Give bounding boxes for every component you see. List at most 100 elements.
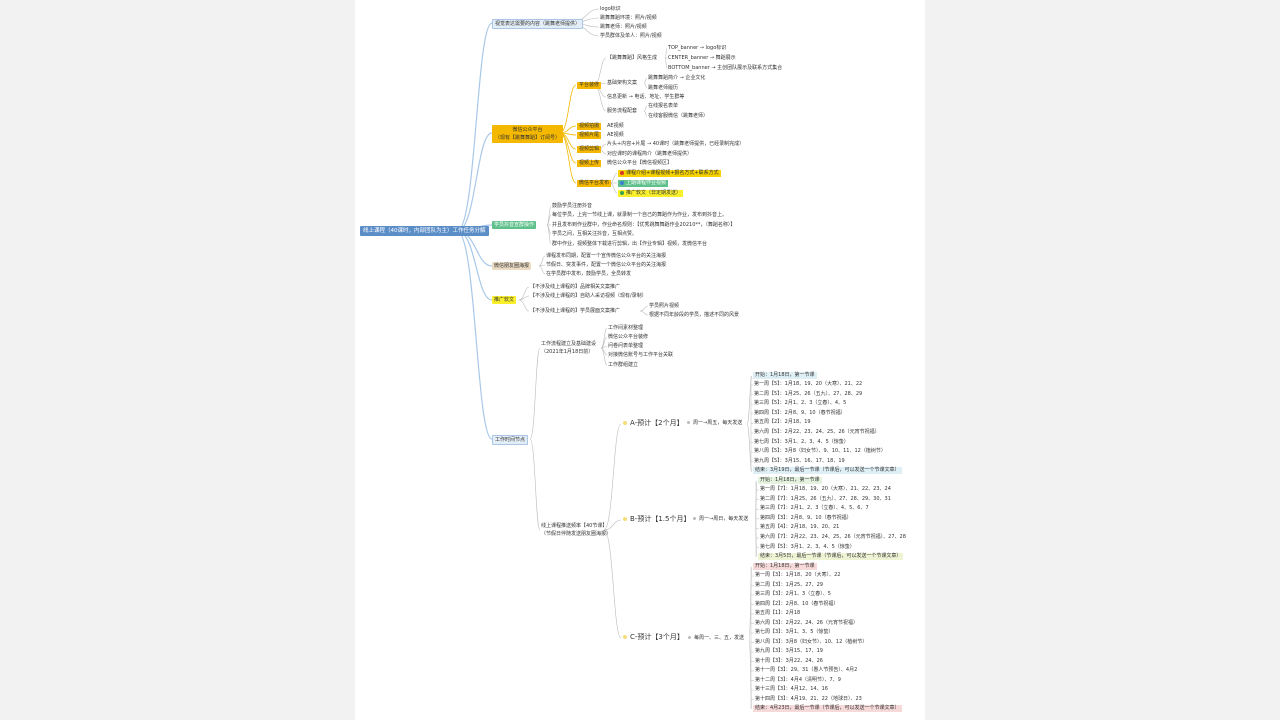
video-make-item: AE视频: [607, 132, 624, 138]
student-node[interactable]: 学员抖音宣群操作: [492, 221, 537, 229]
setup-date: （2021年1月18日前）: [541, 349, 594, 355]
red-bullet-icon: [620, 170, 624, 175]
visual-item: logo标识: [600, 6, 621, 12]
week-row: 第五周【4】：2月18、19、20、21: [760, 524, 840, 531]
visual-item: 跳舞舞蹈环境：照片/视频: [600, 15, 657, 21]
connector-line: [643, 105, 648, 112]
plan-c-frequency: 每周一、三、五，发送: [688, 635, 744, 642]
basic-item: 跳舞老师履历: [648, 85, 679, 91]
plan-a-start: 开始：1月18日，第一节课: [753, 372, 817, 379]
connector-line: [518, 299, 530, 312]
info-item: 信息更新 → 电话、地址、学生群等: [607, 94, 685, 100]
basic-item: 跳舞舞蹈简介 → 企业文化: [648, 75, 706, 81]
connector-line: [609, 182, 618, 194]
publish-item: 课程介绍+课程视频+报名方式+联系方式: [618, 170, 721, 177]
plan-a-node[interactable]: A-预计【2个月】: [623, 419, 684, 428]
publish-item: 上期课程作业视频: [618, 180, 669, 187]
connector-line: [664, 57, 668, 69]
connector-line: [643, 82, 648, 89]
connector-line: [746, 423, 753, 473]
connector-line: [603, 529, 622, 639]
friends-item: 节假日、突发事件，配置一个微信公众平台的关注海报: [546, 262, 667, 268]
student-item: 鼓励学员注册抖音: [552, 203, 593, 209]
week-row: 第八周【5】：3月8（妇女节）、9、10、11、12（植树节）: [754, 448, 886, 455]
promo-node[interactable]: 推广软文: [492, 296, 517, 304]
connector-line: [456, 22, 493, 232]
style-label: 【跳舞舞蹈】风格生成: [607, 55, 658, 61]
week-row: 第七周【5】：3月1、2、3、4、5（惊蛰）: [760, 543, 855, 550]
week-row: 第九周【3】：3月15、17、19: [755, 648, 823, 654]
plan-a-dot-icon: [623, 421, 627, 425]
banner-item: BOTTOM_banner → 主创团队展示及联系方式集合: [668, 65, 783, 71]
week-row: 第四周【3】：2月8、9、10（春节祝福）: [760, 514, 852, 521]
wechat-title: 微信公众平台: [512, 127, 543, 133]
connector-line: [529, 438, 541, 531]
week-row: 第二周【7】：1月25、26（五九）、27、28、29、30、31: [760, 495, 891, 502]
wechat-subtitle: （现有【跳舞舞蹈】订阅号）: [495, 135, 561, 141]
platform-node[interactable]: 平台装修: [577, 82, 602, 89]
week-row: 第三周【3】：2月1、3（立春）、5: [755, 591, 831, 597]
course-node[interactable]: 线上课程推送频率【40节课】 （节假日伴随发送朋友圈海报）: [541, 522, 611, 538]
setup-node[interactable]: 工作流程建立及基础建设 （2021年1月18日前）: [541, 340, 596, 356]
week-row: 第一周【7】：1月18、19、20（大寒）、21、22、23、24: [760, 486, 891, 492]
basic-label: 基础架构文案: [607, 80, 638, 86]
plan-b-node[interactable]: B-预计【1.5个月】: [623, 515, 690, 524]
week-row: 第十四周【3】：4月19、21、22（地球日）、23: [755, 695, 862, 702]
connector-line: [538, 255, 546, 267]
connector-line: [609, 172, 618, 184]
video-make-node[interactable]: 视频片尾: [577, 132, 602, 139]
setup-item: 工作群组建立: [608, 362, 639, 368]
video-edit-item: 对应课时的课程简介（跳舞老师提供）: [607, 151, 693, 157]
week-row: 第四周【2】：2月8、10（春节祝福）: [755, 600, 839, 607]
connector-line: [748, 637, 753, 710]
video-shoot-node[interactable]: 视频拍摄: [577, 123, 602, 130]
setup-item: 微信公众平台装修: [608, 334, 649, 340]
week-row: 第三周【7】：2月1、2、3（立春）、4、5、6、7: [760, 505, 869, 512]
frequency-dot-icon: [687, 421, 690, 424]
mindmap-canvas: 线上课程（40课时，内部团队为主）工作任务分解 视觉表达需要的内容（跳舞老师提供…: [355, 0, 925, 720]
connector-line: [643, 110, 648, 117]
setup-item: 对接微信账号与工作平台关联: [608, 352, 674, 358]
plan-b-frequency: 周一→周日，每天发送: [693, 516, 748, 523]
plan-b-start: 开始：1月18日，第一节课: [758, 477, 822, 484]
publish-item-text: 推广软文（非定期发送）: [626, 190, 682, 196]
video-upload-node[interactable]: 视频上传: [577, 160, 602, 167]
promo-item: 【不涉及线上课程的】学员展面文案推广: [530, 308, 621, 314]
visual-item: 跳舞老师：照片/视频: [600, 24, 647, 30]
plan-b-end: 结束：3月5日，最后一节课（节课后，可以发送一个节课文章）: [758, 553, 904, 560]
connector-line: [603, 423, 622, 531]
friends-item: 课程发布同期，配置一个宣传微信公众平台的关注海报: [546, 253, 667, 259]
video-edit-node[interactable]: 视频剪辑: [577, 146, 602, 153]
service-label: 服务流程配套: [607, 108, 638, 114]
plan-c-frequency-text: 每周一、三、五，发送: [694, 635, 745, 641]
friends-node[interactable]: 微信朋友圈海报: [492, 262, 532, 270]
course-title: 线上课程推送频率【40节课】: [541, 523, 608, 529]
week-row: 第五周【1】：2月18: [755, 610, 801, 616]
plan-a-end: 结束：3月19日，最后一节课（节课后，可以发送一个节课文章）: [753, 467, 902, 474]
plan-b-dot-icon: [623, 517, 627, 521]
week-row: 第九周【5】：3月15、16、17、18、19: [754, 457, 845, 464]
wechat-node[interactable]: 微信公众平台 （现有【跳舞舞蹈】订阅号）: [492, 125, 564, 143]
promo-sub-item: 学员照片视频: [649, 303, 680, 309]
week-row: 第十一周【3】：29、31（愚人节预告）、4月2: [755, 667, 858, 673]
root-node[interactable]: 线上课程（40课时，内部团队为主）工作任务分解: [360, 226, 489, 236]
student-item: 学员之间，互相关注抖音，互相点赞。: [552, 231, 638, 237]
video-upload-item: 微信公众平台【微信视频区】: [607, 160, 673, 166]
plan-c-node[interactable]: C-预计【3个月】: [623, 633, 684, 642]
schedule-node[interactable]: 工作时间节点: [492, 435, 529, 445]
frequency-dot-icon: [693, 517, 696, 520]
connector-line: [456, 230, 493, 440]
week-row: 第二周【5】：1月25、26（五九）、27、28、29: [754, 390, 863, 397]
plan-b-frequency-text: 周一→周日，每天发送: [699, 516, 749, 522]
week-row: 第七周【3】：3月1、3、5（惊蛰）: [755, 629, 834, 635]
publish-node[interactable]: 微信平台发布: [577, 180, 612, 187]
setup-item: 问卷问表单整理: [608, 343, 644, 349]
student-item: 并且发布到作业群中，作业命名规则：【优秀跳舞舞蹈作业20210**，（舞蹈名称）…: [552, 222, 736, 228]
connector-line: [518, 295, 530, 301]
plan-b-label: B-预计【1.5个月】: [630, 515, 691, 523]
connector-line: [746, 375, 753, 425]
green-bullet-icon: [620, 190, 624, 195]
connector-line: [538, 265, 546, 275]
banner-item: CENTER_banner → 舞蹈展示: [668, 55, 736, 61]
visual-node[interactable]: 视觉表达需要的内容（跳舞老师提供）: [492, 19, 584, 29]
